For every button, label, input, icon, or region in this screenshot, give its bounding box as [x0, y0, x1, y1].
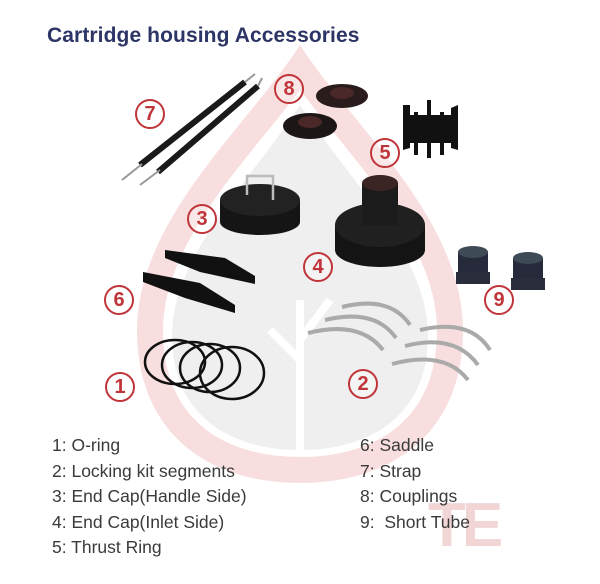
- end-cap-inlet-icon: [335, 175, 425, 267]
- badge-7: 7: [135, 99, 165, 129]
- legend-item: 3: End Cap(Handle Side): [52, 486, 247, 506]
- legend-item: 2: Locking kit segments: [52, 460, 235, 481]
- legend-right: 6: Saddle 7: Strap 8: Couplings 9: Short…: [360, 433, 470, 535]
- saddle-icon: [143, 250, 255, 313]
- legend-left: 1: O-ring 2: Locking kit segments 3: End…: [52, 433, 247, 561]
- thrust-ring-icon: [403, 100, 458, 158]
- badge-3: 3: [187, 204, 217, 234]
- legend-item: 8: Couplings: [360, 486, 458, 506]
- legend-item: 6: Saddle: [360, 435, 434, 455]
- watermark-logo: TE: [428, 491, 503, 560]
- badge-4: 4: [303, 252, 333, 282]
- badge-1: 1: [105, 372, 135, 402]
- locking-kit-icon: [307, 301, 492, 382]
- badge-5: 5: [370, 138, 400, 168]
- badge-9: 9: [484, 285, 514, 315]
- legend-item: 1: O-ring: [52, 435, 121, 455]
- o-ring-icon: [143, 338, 266, 401]
- page-title: Cartridge housing Accessories: [47, 24, 360, 47]
- legend-item: 7: Strap: [360, 460, 422, 481]
- badge-2: 2: [348, 369, 378, 399]
- legend-item: 5: Thrust Ring: [52, 537, 162, 557]
- end-cap-handle-icon: [220, 174, 300, 235]
- couplings-icon: [283, 84, 368, 139]
- legend-item: 9: Short Tube: [360, 511, 470, 532]
- short-tube-icon: [456, 246, 545, 290]
- badge-8: 8: [274, 74, 304, 104]
- legend-item: 4: End Cap(Inlet Side): [52, 511, 225, 532]
- strap-icon: [121, 73, 263, 186]
- badge-6: 6: [104, 285, 134, 315]
